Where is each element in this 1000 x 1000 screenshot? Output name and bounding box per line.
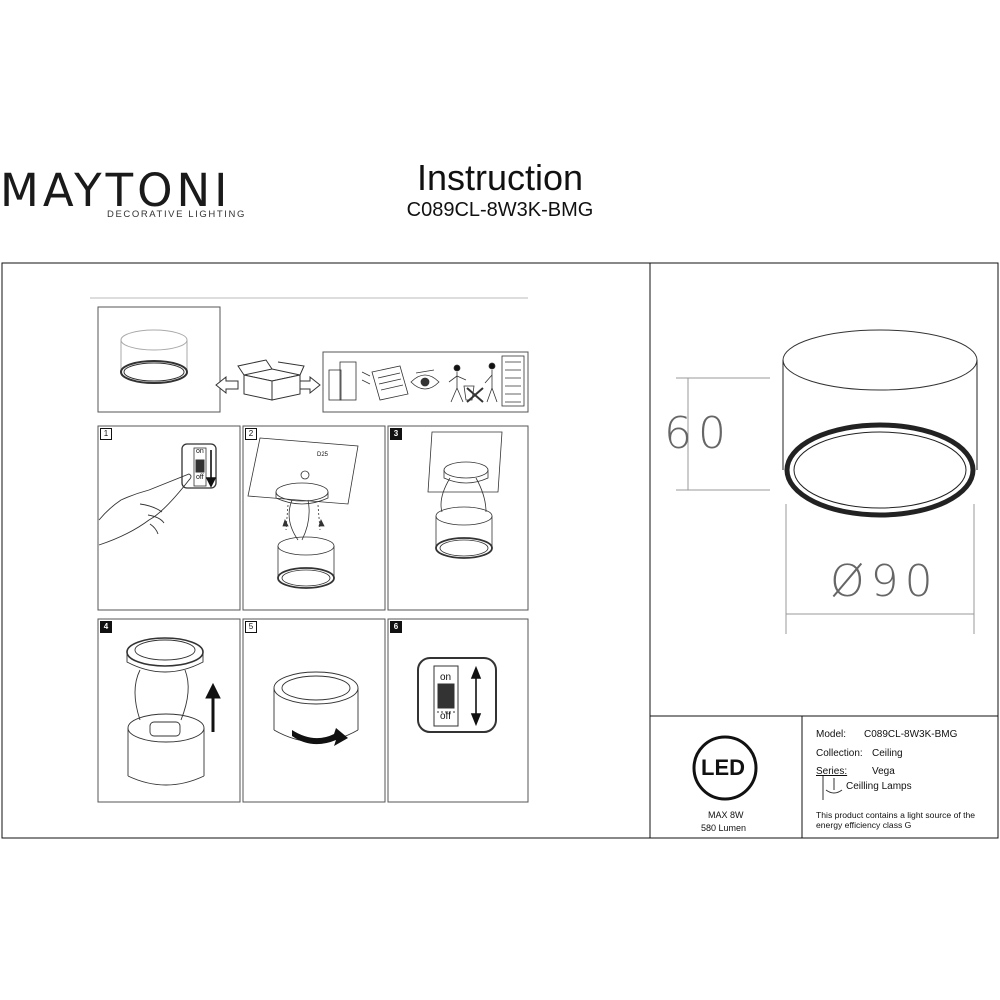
step-number: 4	[100, 621, 112, 633]
step-number: 1	[100, 428, 112, 440]
twist-icon	[273, 671, 359, 743]
model-label: Model:	[816, 729, 847, 740]
series-value: Vega	[872, 766, 895, 777]
led-power: MAX 8W	[708, 810, 744, 820]
energy-note: This product contains a light source of …	[816, 810, 976, 831]
attach-icon	[126, 637, 205, 786]
brand-tagline: DECORATIVE LIGHTING	[107, 209, 246, 220]
step-number: 5	[245, 621, 257, 633]
lamp-dimension-drawing	[676, 329, 978, 634]
switch-on-label: on	[440, 672, 452, 683]
switch-on-icon	[417, 657, 497, 733]
model-value: C089CL-8W3K-BMG	[864, 729, 958, 740]
drill-label: D25	[317, 452, 329, 458]
ceiling-mount-icon	[247, 437, 359, 589]
switch-off-label: off	[196, 474, 204, 481]
switch-off-label: off	[440, 711, 451, 722]
page-title: Instruction	[416, 157, 584, 198]
box-icon	[237, 359, 305, 401]
led-lumen: 580 Lumen	[701, 823, 747, 833]
arrow-up-icon	[205, 682, 221, 732]
rotate-arrow-icon	[292, 728, 348, 746]
step-number: 3	[390, 428, 402, 440]
step-number: 2	[245, 428, 257, 440]
diameter-dimension: Ø90	[830, 556, 939, 607]
step-number: 6	[390, 621, 402, 633]
series-label: Series:	[816, 766, 848, 777]
arrow-down-icon	[205, 450, 217, 488]
led-badge-icon	[692, 735, 758, 801]
outer-frame	[1, 262, 999, 839]
collection-value: Ceiling	[872, 748, 903, 759]
wiring-icon	[427, 431, 503, 559]
height-dimension: 60	[664, 408, 732, 459]
safety-strip-icon	[328, 355, 525, 407]
led-badge-text: LED	[701, 755, 745, 780]
model-code: C089CL-8W3K-BMG	[406, 199, 594, 221]
ceiling-lamp-icon	[822, 776, 843, 800]
collection-label: Collection:	[816, 748, 863, 759]
hand-icon	[98, 473, 192, 546]
product-preview-icon	[120, 329, 188, 384]
switch-icon	[181, 443, 217, 489]
arrow-updown-icon	[470, 665, 482, 727]
switch-on-label: on	[196, 448, 204, 455]
lamp-type: Ceilling Lamps	[846, 781, 912, 792]
brand-logo: MAYTONI	[0, 164, 232, 217]
